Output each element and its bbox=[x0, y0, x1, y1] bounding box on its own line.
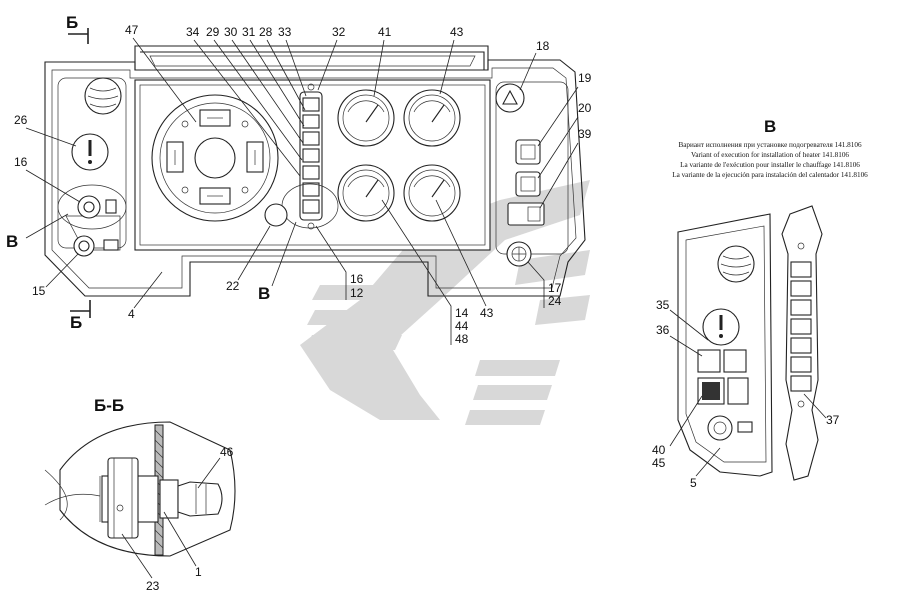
callout-48: 48 bbox=[455, 332, 469, 346]
note-ru: Вариант исполнения при установке подогре… bbox=[678, 141, 862, 149]
callout-31: 31 bbox=[242, 25, 256, 39]
gauge-icon bbox=[403, 164, 461, 222]
callout-46: 46 bbox=[220, 445, 234, 459]
view-v-panel bbox=[677, 213, 773, 477]
view-label-center: В bbox=[258, 284, 270, 303]
callout-19: 19 bbox=[578, 71, 592, 85]
gauge-icon bbox=[337, 164, 395, 222]
gauge-icon bbox=[337, 89, 395, 147]
section-label-top: Б bbox=[66, 13, 78, 32]
callout-40: 40 bbox=[652, 443, 666, 457]
tachometer-cluster bbox=[151, 94, 279, 222]
callouts-view-v: 35 36 37 40 45 5 bbox=[652, 298, 840, 490]
callout-29: 29 bbox=[206, 25, 220, 39]
callout-16-left: 16 bbox=[14, 155, 28, 169]
indicator-lamp-column bbox=[281, 83, 339, 230]
callout-28: 28 bbox=[259, 25, 273, 39]
callout-15: 15 bbox=[32, 284, 46, 298]
watermark-logo bbox=[300, 180, 590, 425]
callout-36: 36 bbox=[656, 323, 670, 337]
callouts-section: 46 23 1 bbox=[121, 445, 234, 593]
callout-14: 14 bbox=[455, 306, 469, 320]
ground-switch-button[interactable] bbox=[73, 235, 119, 257]
callout-34: 34 bbox=[186, 25, 200, 39]
callouts-main: 47 34 29 30 31 28 33 32 41 43 18 19 20 3… bbox=[14, 23, 592, 346]
callout-43-bottom: 43 bbox=[480, 306, 494, 320]
note-fr: La variante de l'exécution pour installe… bbox=[680, 161, 860, 169]
callout-17: 17 bbox=[548, 281, 562, 295]
heater-switch-icon[interactable] bbox=[506, 241, 532, 267]
section-b-b-drawing bbox=[44, 421, 236, 557]
rocker-switch-20[interactable] bbox=[515, 171, 541, 197]
heater-variant-notes: Вариант исполнения при установке подогре… bbox=[672, 141, 868, 179]
view-label-left: В bbox=[6, 232, 18, 251]
callout-45: 45 bbox=[652, 456, 666, 470]
callout-18: 18 bbox=[536, 39, 550, 53]
callout-33: 33 bbox=[278, 25, 292, 39]
rocker-switch-19[interactable] bbox=[515, 139, 541, 165]
callout-4: 4 bbox=[128, 307, 135, 321]
callout-37: 37 bbox=[826, 413, 840, 427]
section-mark-bottom: Б bbox=[70, 300, 91, 332]
callout-32: 32 bbox=[332, 25, 346, 39]
callout-20: 20 bbox=[578, 101, 592, 115]
callout-39: 39 bbox=[578, 127, 592, 141]
callout-26: 26 bbox=[14, 113, 28, 127]
callout-12: 12 bbox=[350, 286, 364, 300]
note-en: Variant of execution for installation of… bbox=[691, 151, 849, 159]
callout-16-center: 16 bbox=[350, 272, 364, 286]
callout-5: 5 bbox=[690, 476, 697, 490]
horn-button[interactable] bbox=[84, 77, 122, 115]
callout-41: 41 bbox=[378, 25, 392, 39]
section-mark-top: Б bbox=[66, 13, 89, 44]
warning-lamp-icon bbox=[71, 133, 109, 171]
callout-24: 24 bbox=[548, 294, 562, 308]
section-label-bottom: Б bbox=[70, 313, 82, 332]
callout-47: 47 bbox=[125, 23, 139, 37]
callout-22: 22 bbox=[226, 279, 240, 293]
rocker-switch-39[interactable] bbox=[507, 202, 545, 226]
callout-23: 23 bbox=[146, 579, 160, 593]
view-v-lamp-column bbox=[781, 205, 823, 481]
callout-30: 30 bbox=[224, 25, 238, 39]
callout-44: 44 bbox=[455, 319, 469, 333]
note-es: La variante de la ejecución para instala… bbox=[672, 171, 868, 179]
indicator-lamp-icon bbox=[264, 203, 288, 227]
view-title: В bbox=[764, 117, 776, 136]
hazard-switch-icon[interactable] bbox=[495, 83, 525, 113]
section-title: Б-Б bbox=[94, 396, 124, 415]
callout-35: 35 bbox=[656, 298, 670, 312]
gauge-icon bbox=[403, 89, 461, 147]
callout-43-top: 43 bbox=[450, 25, 464, 39]
callout-1: 1 bbox=[195, 565, 202, 579]
ignition-lock-icon[interactable] bbox=[57, 184, 127, 230]
